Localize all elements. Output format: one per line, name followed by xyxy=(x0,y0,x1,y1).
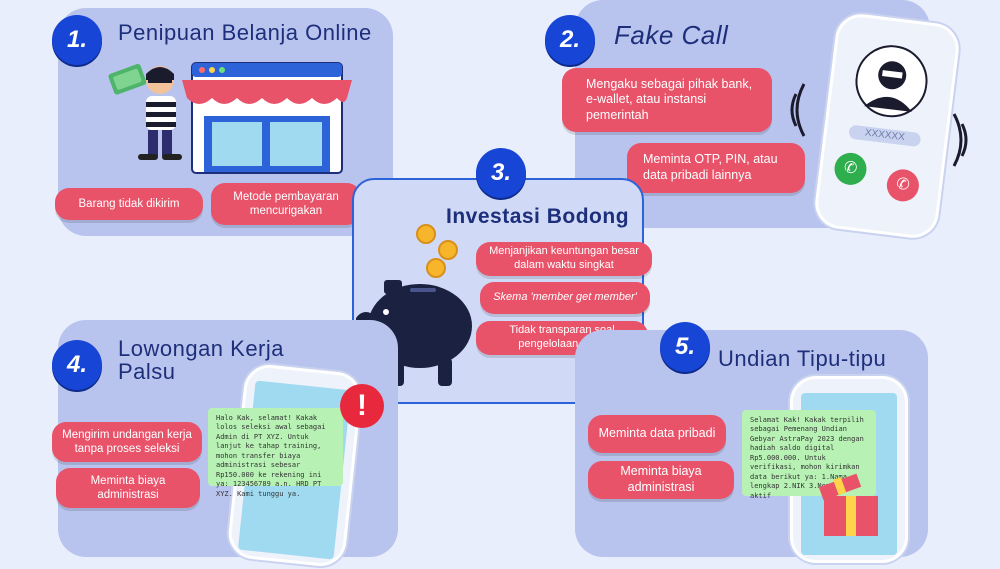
thief-icon xyxy=(108,63,182,160)
masked-caller-icon xyxy=(855,45,928,118)
point-4-2: Meminta biaya administrasi xyxy=(56,468,200,508)
coin-icon xyxy=(426,258,446,278)
shop-icon xyxy=(182,62,352,174)
lottery-message: Selamat Kak! Kakak terpilih sebagai Peme… xyxy=(742,410,876,500)
section-title-4: Lowongan Kerja Palsu xyxy=(118,336,285,385)
gift-icon xyxy=(818,473,878,536)
point-1-1: Barang tidak dikirim xyxy=(55,188,203,220)
section-title-2: Fake Call xyxy=(614,20,729,50)
coin-icon xyxy=(416,224,436,244)
vibration-icon xyxy=(952,113,968,167)
caller-id: XXXXXX xyxy=(848,124,922,148)
point-3-2: Skema 'member get member' xyxy=(480,282,650,314)
section-title-3: Investasi Bodong xyxy=(446,205,630,228)
section-number-4: 4. xyxy=(52,340,102,390)
point-2-1: Mengaku sebagai pihak bank, e-wallet, at… xyxy=(562,68,772,132)
answer-call-icon[interactable]: ✆ xyxy=(832,151,869,187)
phone-fake-call: XXXXXX ✆ ✆ xyxy=(812,11,962,241)
point-5-2: Meminta biaya administrasi xyxy=(588,461,734,499)
section-number-1: 1. xyxy=(52,15,102,65)
section-number-5: 5. xyxy=(660,322,710,372)
section-number-2: 2. xyxy=(545,15,595,65)
point-4-1: Mengirim undangan kerja tanpa proses sel… xyxy=(52,422,202,462)
job-message: Halo Kak, selamat! Kakak lolos seleksi a… xyxy=(208,408,343,498)
coin-icon xyxy=(438,240,458,260)
vibration-icon xyxy=(790,83,806,137)
point-3-1: Menjanjikan keuntungan besar dalam waktu… xyxy=(476,242,652,276)
section-title-5: Undian Tipu-tipu xyxy=(718,346,887,371)
section-title-1: Penipuan Belanja Online xyxy=(118,20,372,45)
alert-icon: ! xyxy=(340,384,384,428)
decline-call-icon[interactable]: ✆ xyxy=(885,167,921,204)
point-1-2: Metode pembayaran mencurigakan xyxy=(211,183,361,225)
section-number-3: 3. xyxy=(476,148,526,198)
point-5-1: Meminta data pribadi xyxy=(588,415,726,453)
point-2-2: Meminta OTP, PIN, atau data pribadi lain… xyxy=(627,143,805,193)
